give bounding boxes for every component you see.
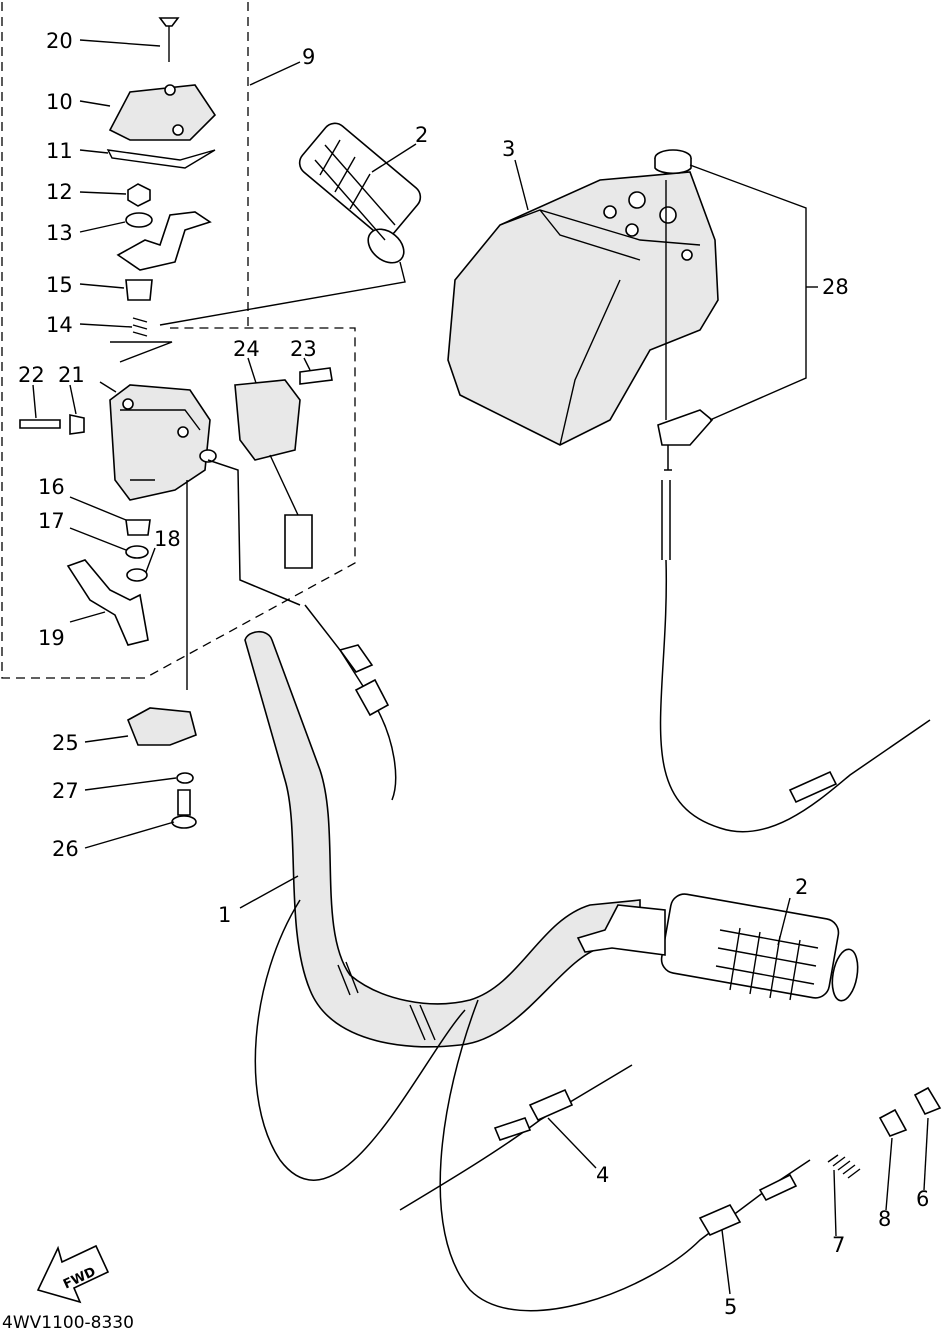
leader-lines bbox=[32, 39, 929, 1295]
callout-27: 27 bbox=[52, 779, 79, 803]
callout-20: 20 bbox=[46, 29, 73, 53]
callout-16: 16 bbox=[38, 475, 65, 499]
throttle-cable-part bbox=[186, 459, 397, 801]
callout-11: 11 bbox=[46, 139, 73, 163]
callout-13: 13 bbox=[46, 221, 73, 245]
assembly-9-outline bbox=[1, 2, 356, 679]
small-parts bbox=[19, 17, 333, 829]
left-grip-part bbox=[298, 122, 422, 264]
handlebar-cover-part bbox=[447, 171, 719, 446]
callout-19: 19 bbox=[38, 626, 65, 650]
fwd-arrow-icon: FWD bbox=[36, 1244, 110, 1304]
callout-14: 14 bbox=[46, 313, 73, 337]
callout-28: 28 bbox=[822, 275, 849, 299]
callout-10: 10 bbox=[46, 90, 73, 114]
callout-22: 22 bbox=[18, 363, 45, 387]
callout-9: 9 bbox=[302, 45, 315, 69]
callout-8: 8 bbox=[878, 1207, 891, 1231]
switch-part-24 bbox=[234, 379, 313, 569]
brake-cable-5-part bbox=[439, 999, 942, 1312]
callout-25: 25 bbox=[52, 731, 79, 755]
callout-15: 15 bbox=[46, 273, 73, 297]
callout-12: 12 bbox=[46, 180, 73, 204]
callout-labels: 20 9 10 2 11 3 12 13 15 28 14 24 23 22 2… bbox=[18, 29, 929, 1319]
callout-18: 18 bbox=[154, 527, 181, 551]
callout-23: 23 bbox=[290, 337, 317, 361]
callout-6: 6 bbox=[916, 1187, 929, 1211]
right-grip-part bbox=[576, 893, 859, 1002]
callout-2-top: 2 bbox=[415, 123, 428, 147]
speedometer-cable-part bbox=[657, 164, 931, 833]
callout-21: 21 bbox=[58, 363, 85, 387]
callout-26: 26 bbox=[52, 837, 79, 861]
handlebar-part bbox=[244, 630, 641, 1048]
drawing-code: 4WV1100-8330 bbox=[2, 1313, 134, 1331]
cover-part-10 bbox=[108, 84, 217, 141]
callout-2-bottom: 2 bbox=[795, 875, 808, 899]
callout-1: 1 bbox=[218, 903, 231, 927]
callout-4: 4 bbox=[596, 1163, 609, 1187]
callout-7: 7 bbox=[832, 1233, 845, 1257]
brake-cable-4-part bbox=[254, 899, 633, 1211]
callout-3: 3 bbox=[502, 137, 515, 161]
callout-17: 17 bbox=[38, 509, 65, 533]
throttle-housing-part bbox=[109, 384, 217, 501]
callout-24: 24 bbox=[233, 337, 260, 361]
gasket-part-11 bbox=[106, 149, 216, 169]
callout-5: 5 bbox=[724, 1295, 737, 1319]
speedo-cable-cap-part bbox=[654, 149, 692, 175]
